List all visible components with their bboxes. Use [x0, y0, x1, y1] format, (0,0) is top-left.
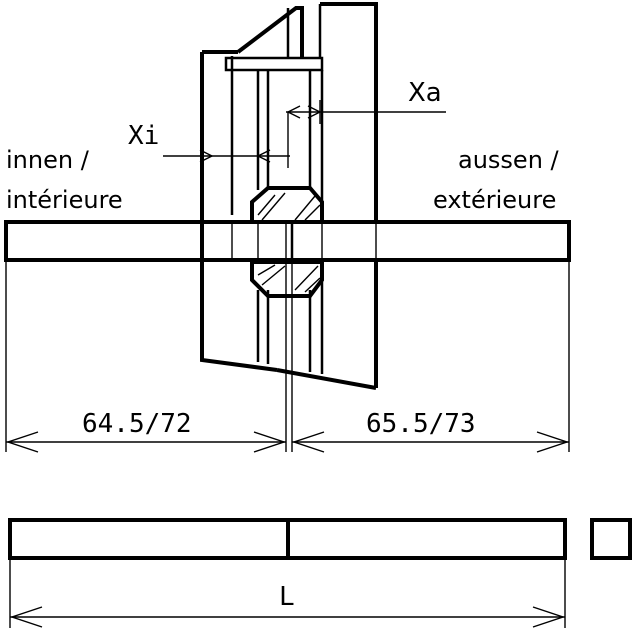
connector-bar	[4, 220, 571, 262]
inner-label-line2: intérieure	[6, 186, 123, 214]
length-dimension: L	[9, 558, 566, 628]
connector-plug	[250, 186, 324, 298]
xi-dimension: Xi	[128, 112, 290, 168]
bar-cross-section	[590, 518, 632, 560]
xa-dimension: Xa	[286, 78, 446, 124]
xi-label: Xi	[128, 121, 159, 151]
inner-label-line1: innen /	[6, 146, 90, 174]
half-length-dimensions: 64.5/72 65.5/73	[5, 260, 570, 453]
bar-side-view	[8, 518, 632, 560]
xa-label: Xa	[408, 78, 442, 108]
dimension-left: 64.5/72	[82, 409, 192, 439]
outer-label-line2: extérieure	[433, 186, 556, 214]
outer-label-line1: aussen /	[458, 146, 560, 174]
length-label: L	[279, 582, 295, 612]
dimension-right: 65.5/73	[366, 409, 476, 439]
frame-profile	[200, 2, 378, 390]
